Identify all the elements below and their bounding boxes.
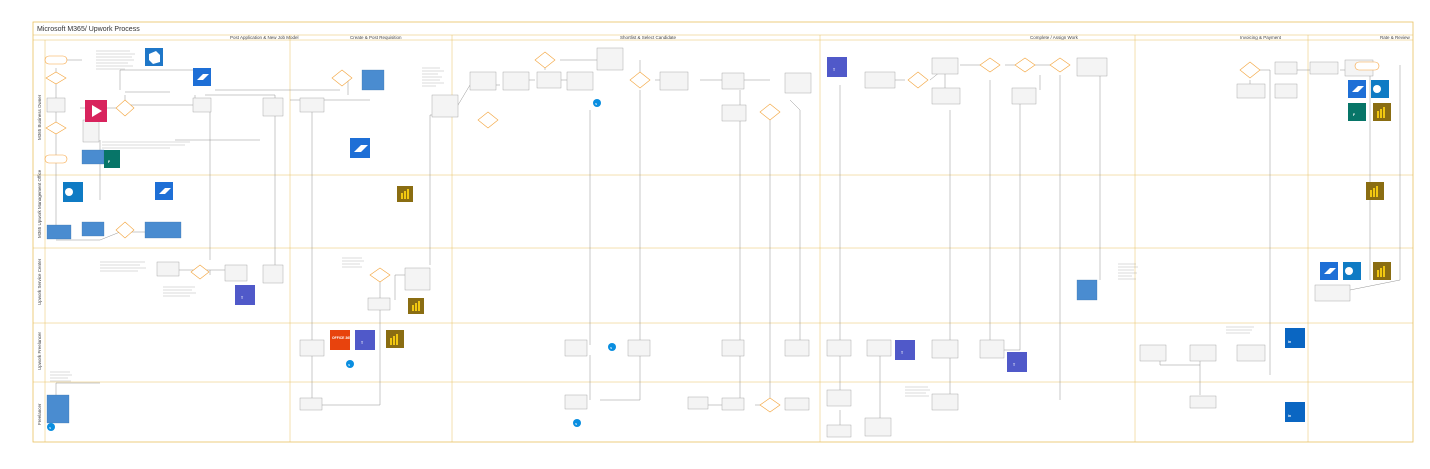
process-boxes <box>46 47 1374 438</box>
diagram-frame <box>32 21 1414 443</box>
lane-label-1: M365 Business Owner <box>37 94 42 140</box>
teams-icon: T <box>1007 352 1027 372</box>
svg-text:T: T <box>833 68 836 72</box>
svg-text:S: S <box>49 426 51 430</box>
power-bi-icon <box>386 330 404 348</box>
lane-label-5: Freelancer <box>37 403 42 425</box>
power-bi-icon <box>408 298 424 314</box>
sharepoint-icon <box>1371 80 1389 98</box>
sharepoint-icon <box>63 182 83 202</box>
lane-label-3: Upwork Service Center <box>37 258 42 305</box>
lane-label-2: M365 Upwork Management Office <box>37 169 42 238</box>
skype-icon: S <box>47 423 55 431</box>
terminators <box>44 55 1380 164</box>
linkedin-icon: in <box>1285 328 1305 348</box>
phase-header-4: Complete / Assign Work <box>1030 35 1079 40</box>
svg-text:S: S <box>610 346 612 350</box>
phase-header-2: Create & Post Requisition <box>350 35 402 40</box>
office-365-icon: OFFICE 365 <box>330 330 351 350</box>
lane-separators <box>33 40 1413 442</box>
phase-header-3: Shortlist & Select Candidate <box>620 35 677 40</box>
power-automate-icon <box>1348 80 1366 98</box>
skype-icon: S <box>346 360 354 368</box>
skype-icon: S <box>573 419 581 427</box>
power-bi-icon <box>397 186 413 202</box>
sharepoint-icon <box>1343 262 1361 280</box>
teams-icon: T <box>827 57 847 77</box>
phase-header-5: Invoicing & Payment <box>1240 35 1282 40</box>
svg-text:S: S <box>575 422 577 426</box>
blue-boxes <box>46 69 1098 424</box>
teams-icon: T <box>235 285 255 305</box>
skype-icon: S <box>593 99 601 107</box>
forms-icon: F <box>104 150 120 168</box>
diagram-title: Microsoft M365/ Upwork Process <box>37 26 140 33</box>
svg-text:F: F <box>1353 113 1355 117</box>
svg-text:S: S <box>595 102 597 106</box>
power-bi-icon <box>1373 262 1391 280</box>
linkedin-label: in <box>1288 340 1291 344</box>
teams-icon: T <box>355 330 375 350</box>
office-365-label: OFFICE 365 <box>332 336 351 340</box>
decision-diamonds <box>45 51 1261 413</box>
phase-header-1: Post Application & New Job Model <box>230 35 299 40</box>
power-apps-icon <box>85 100 107 122</box>
power-automate-icon <box>1320 262 1338 280</box>
svg-text:F: F <box>108 160 110 164</box>
linkedin-icon: in <box>1285 402 1305 422</box>
svg-text:T: T <box>901 351 904 355</box>
power-bi-icon <box>1373 103 1391 121</box>
svg-text:T: T <box>241 296 244 300</box>
forms-icon: F <box>1348 103 1366 121</box>
devops-icon <box>145 48 163 66</box>
skype-icon: S <box>608 343 616 351</box>
lane-label-4: Upwork Freelancer <box>37 331 42 370</box>
power-automate-icon <box>193 68 211 86</box>
annotation-lines <box>50 50 1254 397</box>
power-automate-icon <box>155 182 173 200</box>
phase-header-6: Rate & Review <box>1380 35 1411 40</box>
linkedin-label: in <box>1288 414 1291 418</box>
teams-icon: T <box>895 340 915 360</box>
svg-text:T: T <box>1013 363 1016 367</box>
svg-text:T: T <box>361 341 364 345</box>
power-automate-icon <box>350 138 370 158</box>
svg-text:S: S <box>348 363 350 367</box>
power-bi-icon <box>1366 182 1384 200</box>
